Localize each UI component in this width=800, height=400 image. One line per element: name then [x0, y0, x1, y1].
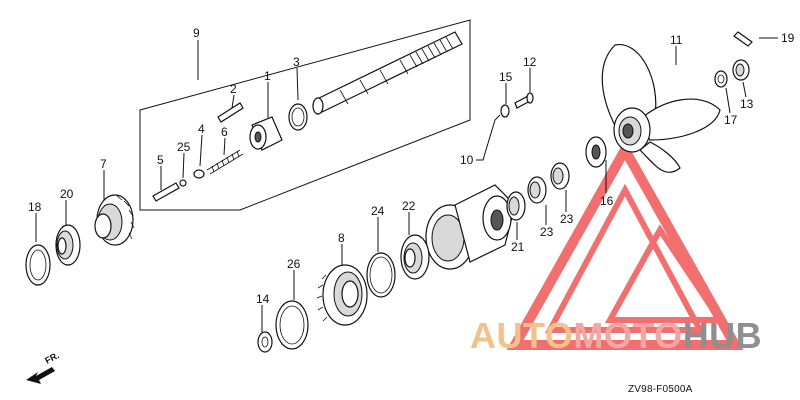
- cross-pin: [217, 102, 244, 123]
- callout-10: 10: [460, 153, 474, 167]
- watermark-moto: MOTO: [573, 315, 682, 356]
- callout-12: 12: [523, 55, 537, 69]
- washer: [500, 104, 510, 118]
- callout-14: 14: [256, 292, 270, 306]
- callout-23-b: 23: [560, 212, 574, 226]
- callout-17: 17: [724, 113, 738, 127]
- watermark-logo: [506, 139, 744, 350]
- oil-seal-b: [550, 162, 570, 190]
- callout-15: 15: [499, 70, 513, 84]
- thrust-ring: [275, 300, 309, 350]
- callout-5: 5: [157, 153, 164, 167]
- callout-3: 3: [293, 55, 300, 69]
- propeller-nut: [732, 59, 750, 81]
- diagram-code: ZV98-F0500A: [628, 384, 693, 395]
- detent-ball: [179, 179, 187, 187]
- bearing-holder: [425, 184, 516, 270]
- oil-seal-a: [527, 176, 547, 204]
- thrust-washer: [257, 331, 273, 353]
- callout-18: 18: [28, 200, 42, 214]
- ball-bearing: [400, 234, 430, 280]
- propeller: [601, 44, 721, 173]
- watermark-text: AUTOMOTOHUB: [470, 315, 762, 356]
- callout-26: 26: [287, 257, 301, 271]
- plunger: [193, 169, 205, 179]
- callout-19: 19: [781, 31, 795, 45]
- shift-plunger: [152, 182, 180, 202]
- callout-20: 20: [60, 187, 74, 201]
- callout-22: 22: [402, 199, 416, 213]
- cotter-pin: [733, 31, 753, 47]
- callout-13: 13: [740, 97, 754, 111]
- callout-16: 16: [600, 194, 614, 208]
- callout-24: 24: [371, 204, 385, 218]
- forward-gear: [94, 194, 135, 246]
- clutch-spring: [206, 149, 244, 175]
- callout-25: 25: [177, 140, 191, 154]
- propeller-washer: [714, 70, 728, 88]
- reverse-gear: [316, 264, 368, 326]
- watermark-auto: AUTO: [470, 315, 573, 356]
- callout-1: 1: [264, 69, 271, 83]
- propeller-shaft: [312, 31, 463, 115]
- callout-8: 8: [338, 231, 345, 245]
- callout-9: 9: [193, 26, 200, 40]
- callout-6: 6: [221, 125, 228, 139]
- front-direction-label: FR.: [43, 350, 60, 366]
- callout-4: 4: [198, 122, 205, 136]
- front-direction-indicator: FR.: [26, 350, 61, 384]
- callout-21: 21: [511, 240, 525, 254]
- callout-7: 7: [100, 157, 107, 171]
- taper-bearing: [55, 224, 81, 266]
- holder-bolt: [514, 92, 534, 109]
- callout-labels: 9 2 1 3 4 25 6 5 7 18 20 15 12 11 19 17 …: [28, 26, 795, 306]
- callout-2: 2: [230, 82, 237, 96]
- o-ring: [366, 252, 396, 298]
- shaft-group-outline: [139, 19, 471, 211]
- watermark-hub: HUB: [683, 315, 763, 356]
- clutch-dog: [249, 116, 283, 151]
- callout-23-a: 23: [540, 225, 554, 239]
- needle-bearing: [506, 191, 526, 221]
- callout-11: 11: [670, 33, 683, 47]
- leader-lines: [35, 37, 778, 332]
